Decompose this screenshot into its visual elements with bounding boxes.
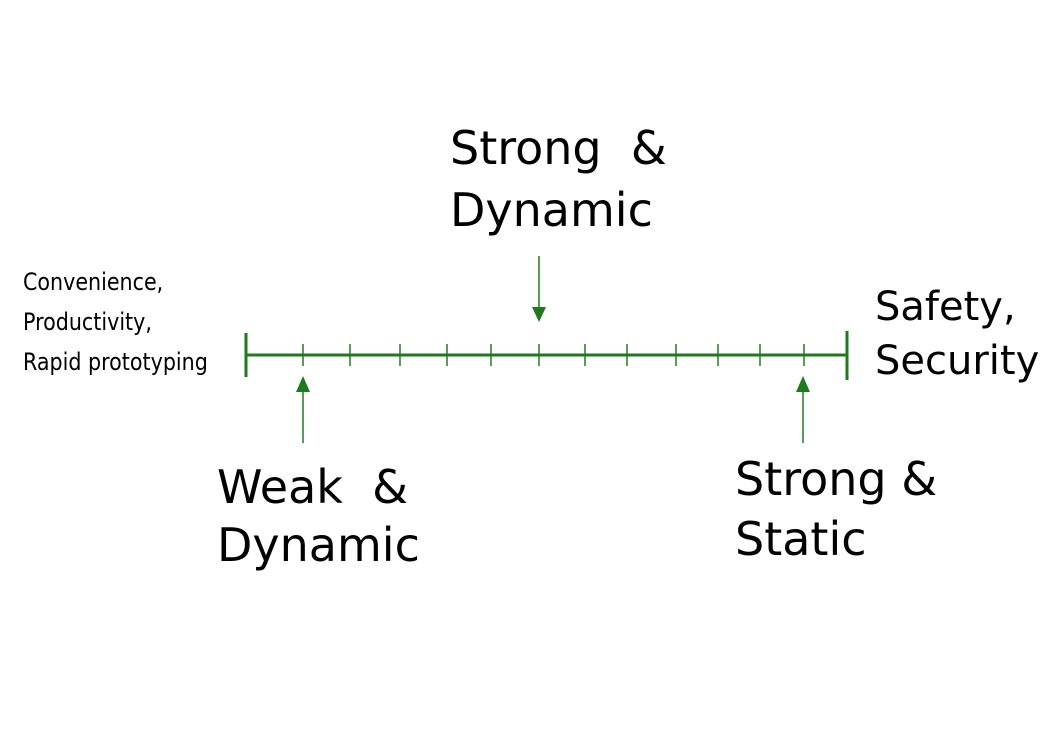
arrow-strong-dynamic [532,256,546,322]
strong-static-line-1: Strong & [735,452,938,506]
right-end-line-2: Security [875,338,1040,384]
strong-dynamic-line-2: Dynamic [450,183,653,237]
left-end-line-1: Convenience, [23,268,164,296]
right-end-line-1: Safety, [875,284,1016,330]
strong-static-line-2: Static [735,512,867,566]
arrow-weak-dynamic [296,376,310,443]
strong-static-label: Strong & Static [735,453,937,573]
left-end-label: Convenience, Productivity, Rapid prototy… [23,266,208,386]
tick-marks [302,344,805,366]
left-end-line-2: Productivity, [23,308,152,336]
right-end-label: Safety, Security [875,284,1039,392]
arrow-strong-static [796,376,810,443]
strong-dynamic-label: Strong & Dynamic [450,122,667,246]
weak-dynamic-line-1: Weak & [217,460,409,514]
weak-dynamic-label: Weak & Dynamic [217,461,420,577]
left-end-line-3: Rapid prototyping [23,348,208,376]
weak-dynamic-line-2: Dynamic [217,518,420,572]
strong-dynamic-line-1: Strong & [450,121,667,175]
